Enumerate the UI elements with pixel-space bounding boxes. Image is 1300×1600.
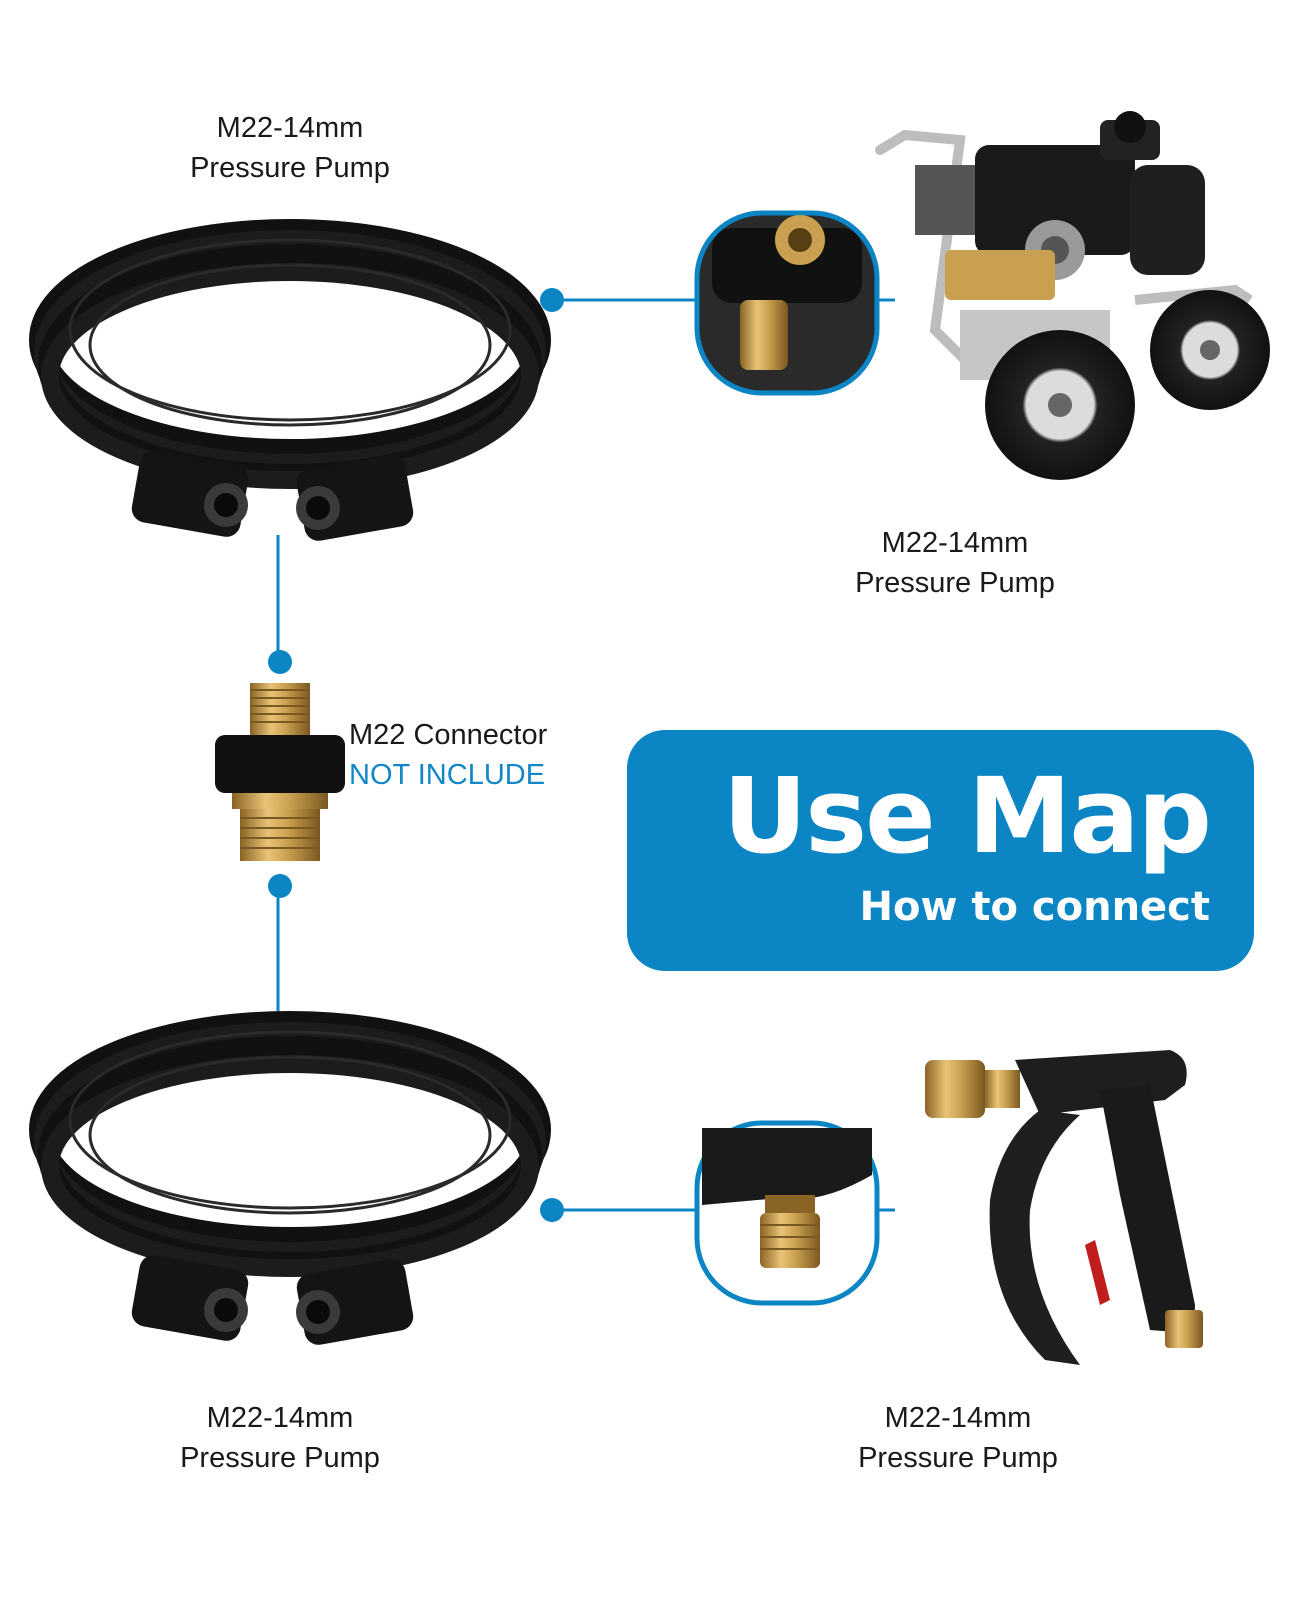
connector-note: NOT INCLUDE <box>349 759 546 791</box>
connector-label: M22 Connector NOT INCLUDE <box>349 715 547 795</box>
label-bottom-left: M22-14mm Pressure Pump <box>130 1398 430 1478</box>
banner-title: Use Map <box>722 755 1212 877</box>
hose-coil-bottom <box>29 1011 551 1345</box>
hose-fitting-right <box>296 455 414 541</box>
hose-fitting-right <box>296 1259 414 1345</box>
label-bottom-right: M22-14mm Pressure Pump <box>808 1398 1108 1478</box>
connector-name: M22 Connector <box>349 719 548 751</box>
zoom-circle-pump-outlet <box>694 210 880 396</box>
dot-bottom-hose <box>540 1198 564 1222</box>
connector-dots <box>268 288 564 1222</box>
use-map-banner: Use Map How to connect <box>627 730 1254 971</box>
label-line2: Pressure Pump <box>858 1442 1058 1474</box>
hose-fitting-left <box>131 1255 249 1341</box>
hose-coil-top <box>29 219 551 541</box>
label-top-left: M22-14mm Pressure Pump <box>140 108 440 188</box>
label-line2: Pressure Pump <box>190 152 390 184</box>
pressure-washer-icon <box>875 111 1270 480</box>
zoom-circle-gun-inlet <box>694 1120 880 1306</box>
dot-top-hose <box>540 288 564 312</box>
dot-connector-bottom <box>268 874 292 898</box>
hose-fitting-left <box>131 451 249 537</box>
label-line1: M22-14mm <box>216 112 364 144</box>
label-line2: Pressure Pump <box>855 567 1055 599</box>
banner-subtitle: How to connect <box>859 884 1210 930</box>
label-top-right: M22-14mm Pressure Pump <box>805 523 1105 603</box>
spray-gun-icon <box>925 1050 1203 1365</box>
label-line1: M22-14mm <box>881 527 1029 559</box>
label-line1: M22-14mm <box>206 1402 354 1434</box>
dot-connector-top <box>268 650 292 674</box>
label-line1: M22-14mm <box>884 1402 1032 1434</box>
m22-connector-icon <box>215 683 345 861</box>
label-line2: Pressure Pump <box>180 1442 380 1474</box>
